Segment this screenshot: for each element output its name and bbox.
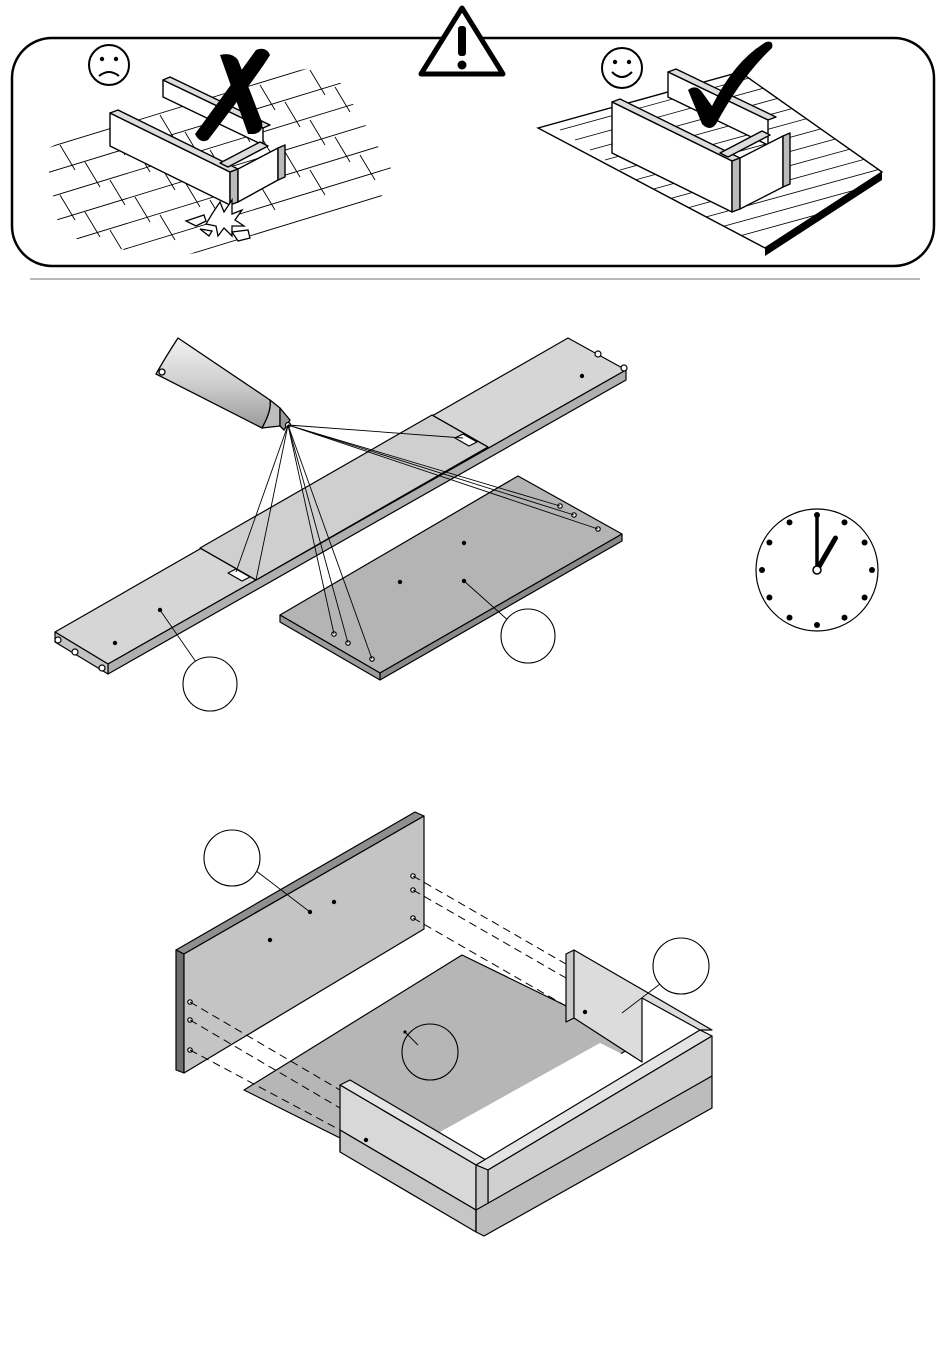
warning-banner bbox=[12, 8, 934, 300]
step-gluing bbox=[55, 338, 878, 711]
step-assembly bbox=[176, 812, 712, 1236]
clock-hour-marker bbox=[869, 567, 875, 573]
clock-hour-marker bbox=[842, 519, 848, 525]
clock-hour-marker bbox=[787, 519, 793, 525]
clock-hour-marker bbox=[862, 595, 868, 601]
clock-hour-marker bbox=[814, 622, 820, 628]
good-example bbox=[538, 42, 925, 256]
clock-hour-marker bbox=[862, 540, 868, 546]
clock-hour-marker bbox=[759, 567, 765, 573]
clock-hour-marker bbox=[842, 615, 848, 621]
clock-icon bbox=[756, 509, 878, 631]
crash-burst-icon bbox=[186, 200, 250, 241]
sad-face-icon bbox=[89, 45, 129, 85]
clock-hour-marker bbox=[766, 595, 772, 601]
bad-example bbox=[40, 40, 400, 300]
cabinet-bad bbox=[110, 77, 285, 205]
happy-face-icon bbox=[602, 48, 642, 88]
clock-hour-marker bbox=[766, 540, 772, 546]
part-callout bbox=[204, 830, 310, 912]
exclamation-triangle-icon bbox=[421, 8, 503, 74]
glue-bottle-icon bbox=[156, 338, 291, 430]
clock-hour-marker bbox=[787, 615, 793, 621]
